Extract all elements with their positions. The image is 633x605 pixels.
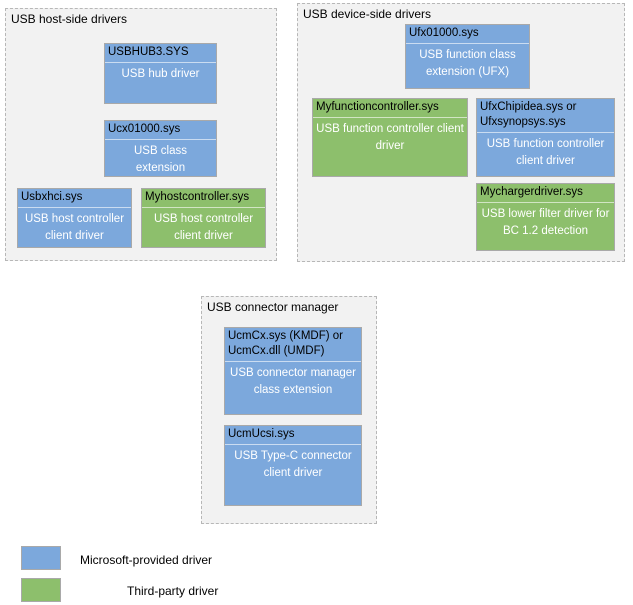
usbhub3-driver-box: USBHUB3.SYS USB hub driver	[104, 43, 217, 104]
driver-name: UcmCx.sys (KMDF) or UcmCx.dll (UMDF)	[228, 330, 343, 357]
driver-description: USB function class extension (UFX)	[419, 49, 516, 78]
legend-swatch-microsoft	[21, 546, 61, 570]
driver-name: Myhostcontroller.sys	[145, 191, 250, 203]
group-title: USB host-side drivers	[11, 12, 128, 26]
ufx01000-driver-box: Ufx01000.sys USB function class extensio…	[405, 24, 530, 89]
mychargerdriver-driver-box: Mychargerdriver.sys USB lower filter dri…	[476, 183, 615, 251]
group-title: USB connector manager	[207, 300, 339, 314]
usbxhci-driver-box: Usbxhci.sys USB host controller client d…	[17, 188, 132, 248]
myhostcontroller-driver-box: Myhostcontroller.sys USB host controller…	[141, 188, 266, 248]
legend-swatch-third-party	[21, 578, 61, 602]
driver-name: Usbxhci.sys	[21, 191, 83, 203]
ucmcx-driver-box: UcmCx.sys (KMDF) or UcmCx.dll (UMDF) USB…	[224, 327, 362, 415]
driver-name: Myfunctioncontroller.sys	[316, 101, 439, 113]
driver-name: UcmUcsi.sys	[228, 428, 295, 440]
driver-description: USB connector manager class extension	[230, 367, 356, 396]
driver-description: USB Type-C connector client driver	[234, 450, 352, 479]
ucx01000-driver-box: Ucx01000.sys USB class extension	[104, 120, 217, 177]
driver-name: USBHUB3.SYS	[108, 46, 189, 58]
driver-description: USB host controller client driver	[24, 213, 125, 242]
driver-description: USB host controller client driver	[153, 213, 254, 242]
driver-description: USB function controller client driver	[316, 123, 464, 152]
driver-description: USB lower filter driver for BC 1.2 detec…	[481, 208, 610, 237]
driver-name: Mychargerdriver.sys	[480, 186, 583, 198]
driver-name: Ucx01000.sys	[108, 123, 181, 135]
group-title: USB device-side drivers	[303, 7, 432, 21]
legend-label-microsoft: Microsoft-provided driver	[80, 553, 213, 567]
legend-label-third-party: Third-party driver	[127, 584, 219, 598]
driver-name: UfxChipidea.sys or Ufxsynopsys.sys	[480, 101, 577, 128]
driver-description: USB hub driver	[121, 68, 200, 80]
driver-description: USB class extension	[133, 145, 188, 174]
ufxchipidea-driver-box: UfxChipidea.sys or Ufxsynopsys.sys USB f…	[476, 98, 615, 177]
ucmucsi-driver-box: UcmUcsi.sys USB Type-C connector client …	[224, 425, 362, 506]
driver-name: Ufx01000.sys	[409, 27, 479, 39]
driver-description: USB function controller client driver	[486, 138, 605, 167]
myfunctioncontroller-driver-box: Myfunctioncontroller.sys USB function co…	[312, 98, 468, 177]
